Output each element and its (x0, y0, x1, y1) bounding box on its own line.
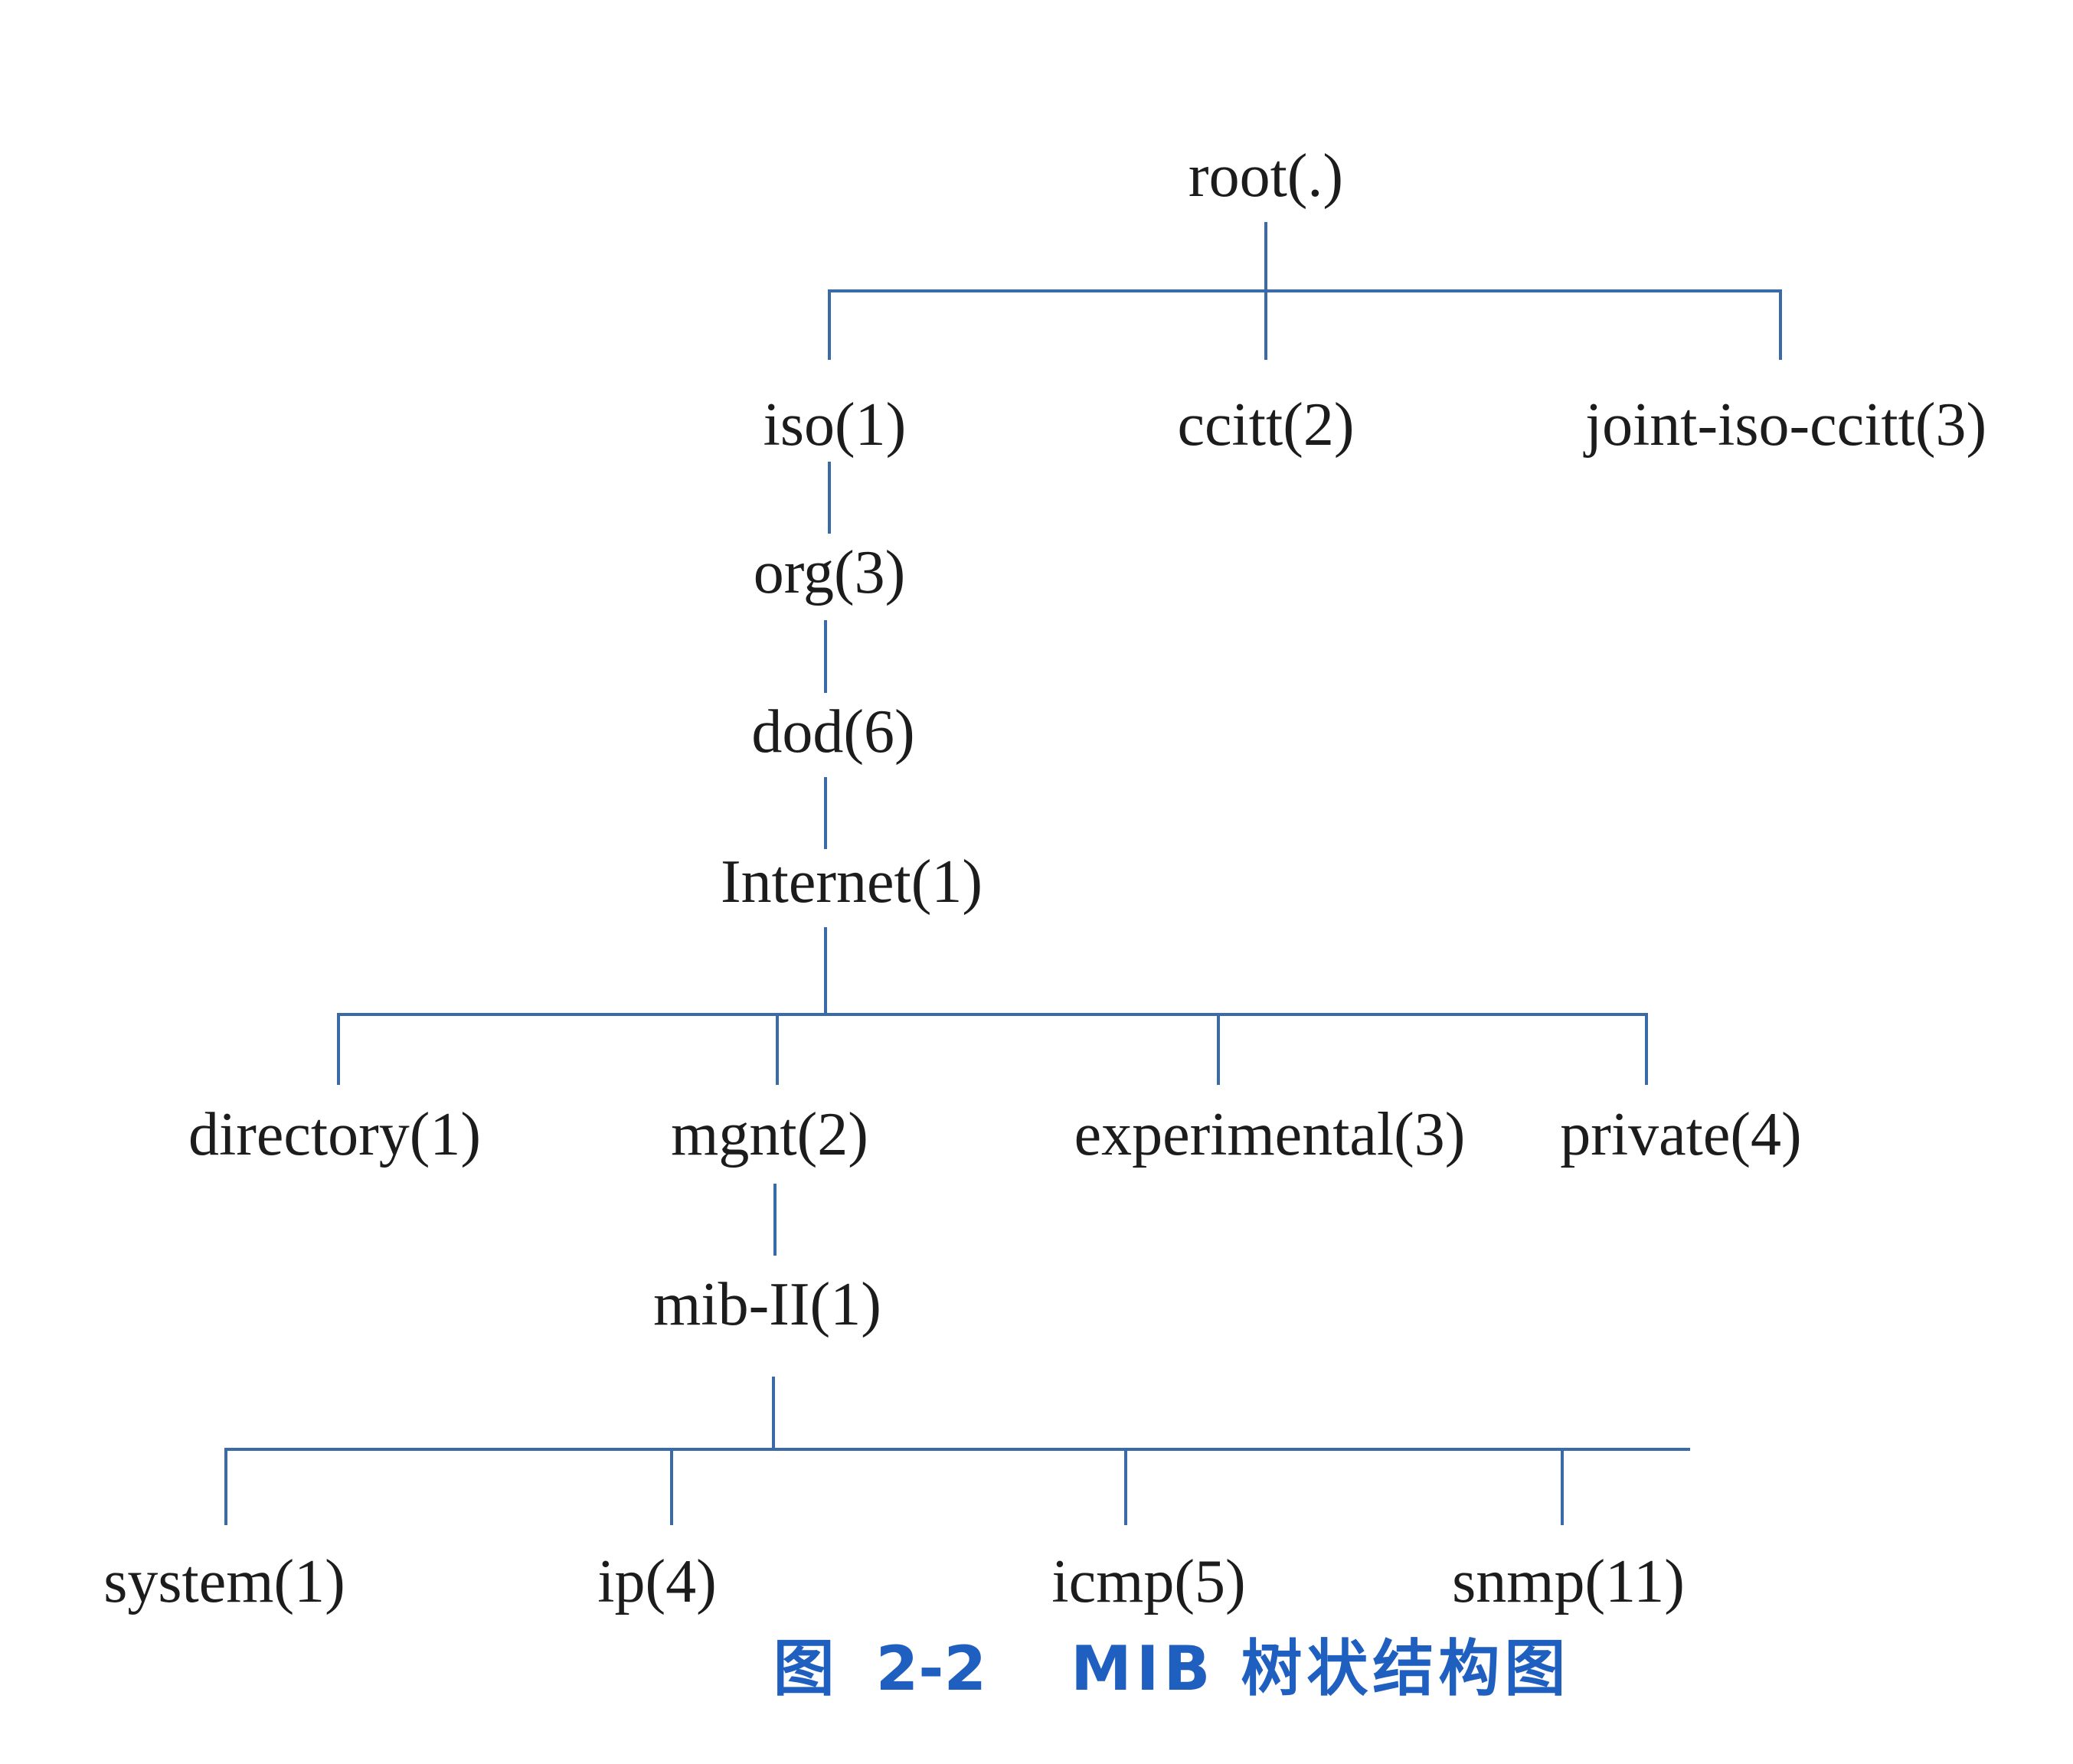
node-iso: iso(1) (763, 391, 907, 459)
node-snmp: snmp(11) (1452, 1548, 1685, 1615)
node-mgnt: mgnt(2) (671, 1101, 868, 1168)
node-dod: dod(6) (751, 698, 915, 766)
caption-figure-number: 2-2 (875, 1633, 987, 1704)
node-internet: Internet(1) (720, 848, 983, 916)
caption-title: MIB 树状结构图 (1071, 1633, 1571, 1704)
node-ccitt: ccitt(2) (1177, 391, 1355, 459)
node-private: private(4) (1560, 1101, 1802, 1168)
figure-caption: 图 2-2 MIB 树状结构图 (773, 1638, 1571, 1700)
node-root: root(.) (1188, 142, 1344, 210)
node-directory: directory(1) (188, 1101, 482, 1168)
node-experimental: experimental(3) (1074, 1101, 1466, 1168)
node-icmp: icmp(5) (1051, 1548, 1246, 1615)
node-joint-iso-ccitt: joint-iso-ccitt(3) (1584, 391, 1987, 459)
node-org: org(3) (753, 539, 906, 606)
caption-figure-label: 图 (773, 1633, 835, 1704)
node-ip: ip(4) (597, 1548, 717, 1615)
node-mib-ii: mib-II(1) (653, 1271, 881, 1338)
node-system: system(1) (103, 1548, 345, 1615)
